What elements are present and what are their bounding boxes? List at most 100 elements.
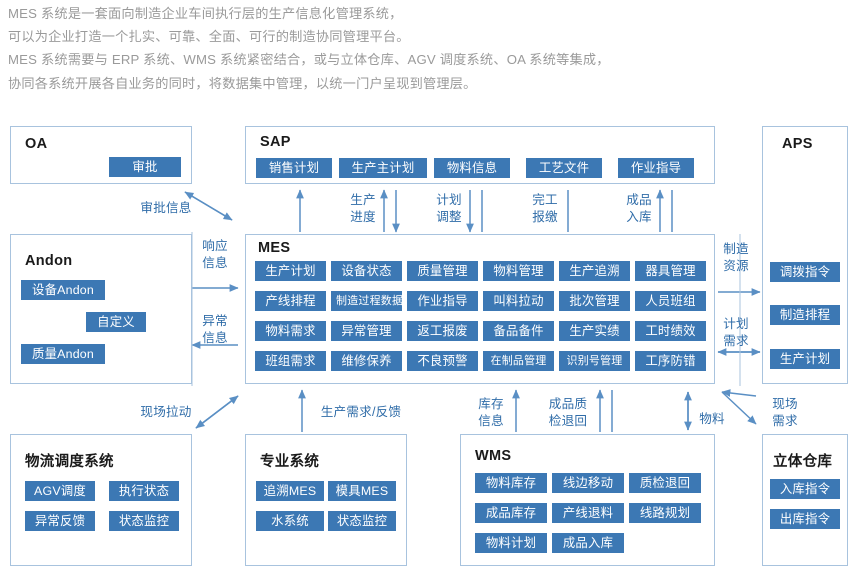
- tag-andon-1[interactable]: 自定义: [86, 312, 146, 332]
- label-production-demand-feedback: 生产需求/反馈: [320, 405, 402, 419]
- tag-logistics-3[interactable]: 状态监控: [109, 511, 179, 531]
- tag-mes-1[interactable]: 设备状态: [331, 261, 402, 281]
- tag-mes-5[interactable]: 器具管理: [635, 261, 706, 281]
- tag-mes-0[interactable]: 生产计划: [255, 261, 326, 281]
- label-plan-demand-2: 需求: [723, 334, 749, 348]
- tag-sap-4[interactable]: 作业指导: [618, 158, 694, 178]
- box-andon[interactable]: Andon 设备Andon 自定义 质量Andon: [10, 234, 192, 384]
- tag-mes-4[interactable]: 生产追溯: [559, 261, 630, 281]
- tag-mes-3[interactable]: 物料管理: [483, 261, 554, 281]
- box-warehouse[interactable]: 立体仓库 入库指令 出库指令: [762, 434, 848, 566]
- tag-professional-1[interactable]: 模具MES: [328, 481, 396, 501]
- tag-mes-18[interactable]: 班组需求: [255, 351, 326, 371]
- box-mes-title: MES: [258, 240, 291, 256]
- tag-logistics-0[interactable]: AGV调度: [25, 481, 95, 501]
- tag-professional-2[interactable]: 水系统: [256, 511, 324, 531]
- box-wms[interactable]: WMS 物料库存 线边移动 质检退回 成品库存 产线退料 线路规划 物料计划 成…: [460, 434, 715, 566]
- tag-wms-3[interactable]: 成品库存: [475, 503, 547, 523]
- box-professional[interactable]: 专业系统 追溯MES 模具MES 水系统 状态监控: [245, 434, 407, 566]
- tag-mes-8[interactable]: 作业指导: [407, 291, 478, 311]
- tag-mes-12[interactable]: 物料需求: [255, 321, 326, 341]
- label-production-progress-1: 生产: [350, 193, 376, 207]
- tag-mes-9[interactable]: 叫料拉动: [483, 291, 554, 311]
- label-production-progress-2: 进度: [350, 210, 376, 224]
- tag-sap-2[interactable]: 物料信息: [434, 158, 510, 178]
- label-exception-info-1: 异常: [202, 314, 228, 328]
- tag-sap-3[interactable]: 工艺文件: [526, 158, 602, 178]
- tag-wms-2[interactable]: 质检退回: [629, 473, 701, 493]
- label-response-info-2: 信息: [202, 256, 228, 270]
- tag-wms-4[interactable]: 产线退料: [552, 503, 624, 523]
- tag-mes-20[interactable]: 不良预警: [407, 351, 478, 371]
- tag-mes-15[interactable]: 备品备件: [483, 321, 554, 341]
- box-aps-title: APS: [782, 136, 813, 152]
- intro-line-2: 可以为企业打造一个扎实、可靠、全面、可行的制造协同管理平台。: [8, 29, 410, 45]
- box-mes[interactable]: MES 生产计划 设备状态 质量管理 物料管理 生产追溯 器具管理 产线排程 制…: [245, 234, 715, 384]
- tag-sap-1[interactable]: 生产主计划: [339, 158, 427, 178]
- tag-wms-1[interactable]: 线边移动: [552, 473, 624, 493]
- label-completion-report-1: 完工: [532, 193, 558, 207]
- label-site-demand-1: 现场: [772, 397, 798, 411]
- box-sap-title: SAP: [260, 134, 291, 150]
- tag-warehouse-0[interactable]: 入库指令: [770, 479, 840, 499]
- label-approval-info: 审批信息: [140, 201, 192, 215]
- intro-line-3: MES 系统需要与 ERP 系统、WMS 系统紧密结合，或与立体仓库、AGV 调…: [8, 52, 610, 68]
- tag-aps-2[interactable]: 生产计划: [770, 349, 840, 369]
- tag-mes-16[interactable]: 生产实绩: [559, 321, 630, 341]
- label-material: 物料: [699, 412, 725, 426]
- tag-aps-1[interactable]: 制造排程: [770, 305, 840, 325]
- box-andon-title: Andon: [25, 253, 73, 269]
- label-exception-info-2: 信息: [202, 331, 228, 345]
- label-fg-quality-return-2: 检退回: [548, 414, 588, 428]
- tag-warehouse-1[interactable]: 出库指令: [770, 509, 840, 529]
- tag-oa-approval[interactable]: 审批: [109, 157, 181, 177]
- label-finished-goods-in-1: 成品: [626, 193, 652, 207]
- label-finished-goods-in-2: 入库: [626, 210, 652, 224]
- label-manufacturing-resource-1: 制造: [723, 242, 749, 256]
- label-response-info-1: 响应: [202, 239, 228, 253]
- intro-line-1: MES 系统是一套面向制造企业车间执行层的生产信息化管理系统，: [8, 6, 403, 21]
- box-aps[interactable]: APS 调拨指令 制造排程 生产计划: [762, 126, 848, 384]
- tag-mes-7[interactable]: 制造过程数据: [331, 291, 403, 311]
- label-plan-adjust-1: 计划: [436, 193, 462, 207]
- tag-mes-21[interactable]: 在制品管理: [483, 351, 554, 371]
- tag-andon-0[interactable]: 设备Andon: [21, 280, 105, 300]
- box-oa[interactable]: OA 审批: [10, 126, 192, 184]
- tag-andon-2[interactable]: 质量Andon: [21, 344, 105, 364]
- label-plan-demand-1: 计划: [723, 317, 749, 331]
- intro-paragraph: MES 系统是一套面向制造企业车间执行层的生产信息化管理系统， 可以为企业打造一…: [8, 2, 853, 95]
- tag-mes-6[interactable]: 产线排程: [255, 291, 326, 311]
- tag-mes-11[interactable]: 人员班组: [635, 291, 706, 311]
- label-completion-report-2: 报缴: [532, 210, 558, 224]
- label-inventory-info-1: 库存: [478, 397, 504, 411]
- tag-mes-23[interactable]: 工序防错: [635, 351, 706, 371]
- label-inventory-info-2: 信息: [478, 414, 504, 428]
- box-logistics-title: 物流调度系统: [25, 454, 114, 470]
- box-wms-title: WMS: [475, 448, 512, 464]
- tag-mes-17[interactable]: 工时绩效: [635, 321, 706, 341]
- box-logistics[interactable]: 物流调度系统 AGV调度 执行状态 异常反馈 状态监控: [10, 434, 192, 566]
- tag-logistics-1[interactable]: 执行状态: [109, 481, 179, 501]
- tag-mes-19[interactable]: 维修保养: [331, 351, 402, 371]
- box-warehouse-title: 立体仓库: [773, 454, 833, 470]
- tag-aps-0[interactable]: 调拨指令: [770, 262, 840, 282]
- label-fg-quality-return-1: 成品质: [548, 397, 588, 411]
- tag-wms-6[interactable]: 物料计划: [475, 533, 547, 553]
- tag-wms-7[interactable]: 成品入库: [552, 533, 624, 553]
- tag-mes-10[interactable]: 批次管理: [559, 291, 630, 311]
- tag-mes-14[interactable]: 返工报废: [407, 321, 478, 341]
- tag-sap-0[interactable]: 销售计划: [256, 158, 332, 178]
- tag-wms-5[interactable]: 线路规划: [629, 503, 701, 523]
- label-plan-adjust-2: 调整: [436, 210, 462, 224]
- tag-wms-0[interactable]: 物料库存: [475, 473, 547, 493]
- tag-logistics-2[interactable]: 异常反馈: [25, 511, 95, 531]
- tag-mes-22[interactable]: 识别号管理: [559, 351, 630, 371]
- tag-professional-0[interactable]: 追溯MES: [256, 481, 324, 501]
- tag-mes-2[interactable]: 质量管理: [407, 261, 478, 281]
- label-site-demand-2: 需求: [772, 414, 798, 428]
- label-site-pull: 现场拉动: [140, 405, 192, 419]
- tag-mes-13[interactable]: 异常管理: [331, 321, 402, 341]
- box-sap[interactable]: SAP 销售计划 生产主计划 物料信息 工艺文件 作业指导: [245, 126, 715, 184]
- tag-professional-3[interactable]: 状态监控: [328, 511, 396, 531]
